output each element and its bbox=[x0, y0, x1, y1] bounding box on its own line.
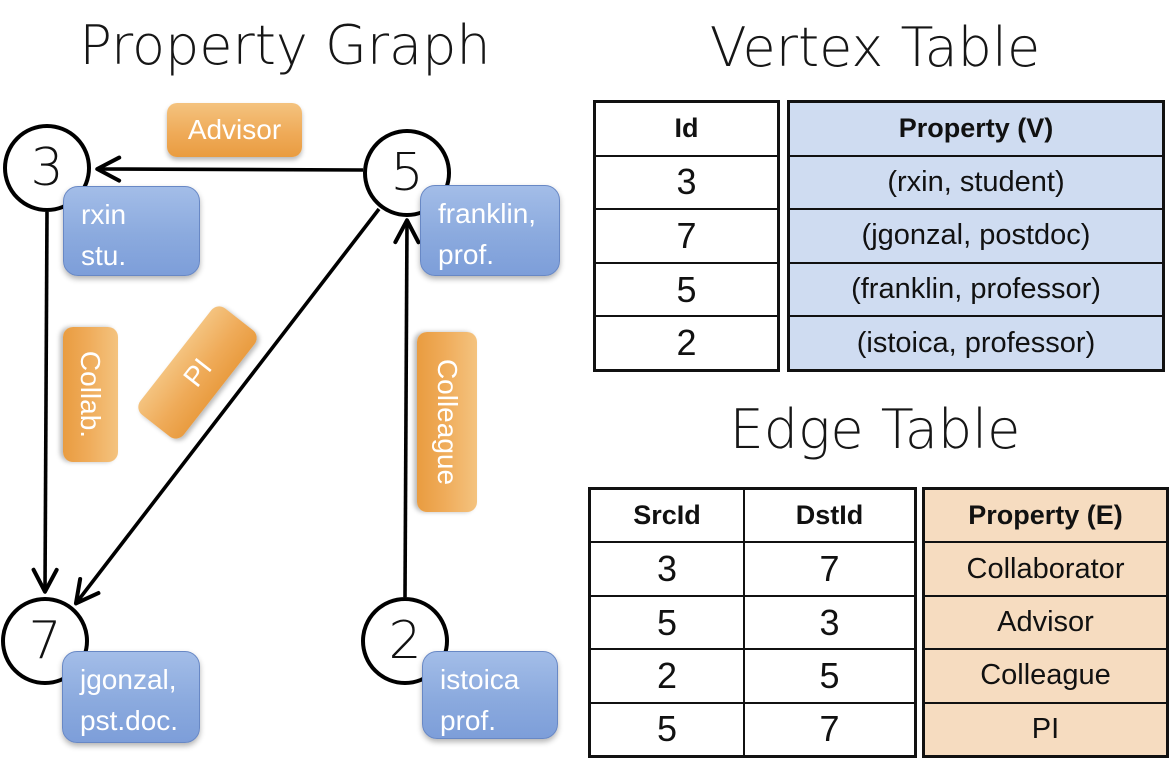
edge-table-srcid-cell: 3 bbox=[591, 543, 745, 595]
vertex-table-title: Vertex Table bbox=[709, 16, 1041, 79]
vertex-table-property-column: Property (V) (rxin, student) (jgonzal, p… bbox=[787, 100, 1165, 372]
vertex-table-id-header: Id bbox=[674, 113, 699, 144]
vertex-property-line: pst.doc. bbox=[80, 704, 179, 736]
vertex-property-line: prof. bbox=[440, 704, 497, 736]
vertex-table-id-cell: 7 bbox=[596, 208, 777, 262]
edge-label-advisor: Advisor bbox=[167, 103, 302, 157]
vertex-property-line: prof. bbox=[438, 238, 495, 270]
vertex-property-rxin: rxin stu. bbox=[63, 186, 200, 276]
edge-table-property-cell: PI bbox=[925, 701, 1166, 755]
vertex-property-franklin: franklin, prof. bbox=[420, 185, 560, 276]
edge-label-collab: Collab. bbox=[63, 327, 118, 462]
edge-label-colleague: Colleague bbox=[417, 332, 477, 512]
vertex-property-line: istoica bbox=[440, 664, 520, 695]
graph-node-2: 2 bbox=[361, 597, 449, 685]
property-graph-title: Property Graph bbox=[79, 14, 491, 77]
vertex-property-line: jgonzal, bbox=[80, 664, 177, 695]
vertex-table-property-cell: (franklin, professor) bbox=[790, 261, 1162, 316]
vertex-table-id-cell: 3 bbox=[596, 154, 777, 209]
vertex-property-istoica: istoica prof. bbox=[422, 651, 558, 739]
edge-table-title: Edge Table bbox=[729, 398, 1021, 461]
edge-table-property-cell: Colleague bbox=[925, 648, 1166, 701]
vertex-table-property-header: Property (V) bbox=[898, 113, 1054, 144]
vertex-table-property-cell: (rxin, student) bbox=[790, 154, 1162, 209]
edge-table-dstid-cell: 3 bbox=[819, 601, 840, 643]
vertex-property-line: franklin, bbox=[438, 198, 537, 229]
edge-table-srcid-cell: 5 bbox=[591, 596, 745, 649]
edge-table-property-column: Property (E) Collaborator Advisor Collea… bbox=[922, 487, 1169, 758]
node-id: 5 bbox=[390, 143, 424, 203]
vertex-table-id-cell: 5 bbox=[596, 261, 777, 316]
node-id: 3 bbox=[30, 138, 64, 198]
graph-node-5: 5 bbox=[363, 129, 451, 217]
vertex-property-line: rxin bbox=[81, 199, 127, 230]
edge-table-srcid-cell: 2 bbox=[591, 650, 745, 702]
edge-table-srcid-header: SrcId bbox=[591, 490, 745, 542]
node-id: 2 bbox=[388, 611, 422, 671]
node-id: 7 bbox=[28, 611, 62, 671]
edge-colleague-2-5 bbox=[393, 218, 421, 598]
edge-collab-3-7 bbox=[31, 211, 59, 594]
edge-table-srcid-cell: 5 bbox=[591, 703, 745, 756]
vertex-table-id-cell: 2 bbox=[596, 315, 777, 369]
edge-table-property-cell: Advisor bbox=[925, 594, 1166, 648]
edge-table-property-header: Property (E) bbox=[968, 500, 1123, 531]
graph-edges-canvas bbox=[31, 155, 421, 606]
edge-advisor-5-3 bbox=[95, 155, 364, 183]
edge-table-dstid-header: DstId bbox=[795, 500, 864, 531]
vertex-table-property-cell: (jgonzal, postdoc) bbox=[790, 208, 1162, 262]
edge-table-dstid-cell: 5 bbox=[819, 654, 840, 696]
vertex-property-jgonzal: jgonzal, pst.doc. bbox=[62, 651, 200, 743]
vertex-table-id-column: Id 3 7 5 2 bbox=[593, 100, 780, 372]
edge-table-dstid-cell: 7 bbox=[819, 708, 840, 750]
edge-table-dstid-cell: 7 bbox=[819, 548, 840, 590]
vertex-property-line: stu. bbox=[81, 239, 127, 271]
edge-table-property-cell: Collaborator bbox=[925, 541, 1166, 594]
vertex-table-property-cell: (istoica, professor) bbox=[790, 315, 1162, 369]
edge-pi-5-7 bbox=[73, 207, 381, 606]
edge-table-ids-columns: SrcId DstId 3 7 5 3 2 5 5 7 bbox=[588, 487, 917, 758]
